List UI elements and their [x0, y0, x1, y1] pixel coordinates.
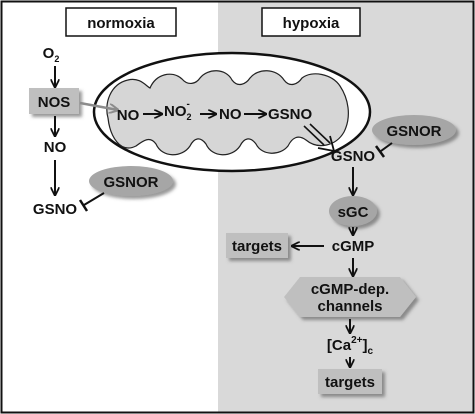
- box-targets-top: [226, 233, 288, 258]
- label-nos: NOS: [38, 94, 71, 111]
- label-mito-gsno: GSNO: [268, 106, 313, 123]
- label-gsno-left: GSNO: [33, 201, 78, 218]
- box-nos: [29, 88, 79, 114]
- export-arrow-line-2: [309, 123, 331, 144]
- label-gsnor-left: GSNOR: [103, 174, 158, 191]
- title-hypoxia: hypoxia: [283, 15, 340, 32]
- label-channels-line2: channels: [317, 298, 382, 315]
- label-gsno-right: GSNO: [331, 148, 376, 165]
- label-calcium: [Ca2+]c: [327, 335, 374, 357]
- inhibit-gsnor-right-line: [380, 142, 393, 152]
- title-box-normoxia: [65, 7, 177, 37]
- label-o2: O2: [43, 45, 60, 64]
- export-arrow-line-1: [303, 125, 325, 146]
- gsnor-right-shape: [372, 115, 456, 145]
- channels-shape: [284, 277, 416, 317]
- export-arrow-head: [317, 135, 336, 153]
- arrow-nos-to-mito: [79, 101, 118, 110]
- label-mito-no-2: NO: [219, 106, 242, 123]
- label-mito-no2: NO2-: [164, 99, 192, 122]
- label-channels-line1: cGMP-dep.: [311, 281, 389, 298]
- label-sgc: sGC: [338, 204, 369, 221]
- label-mito-no-1: NO: [117, 107, 140, 124]
- label-no-left: NO: [44, 139, 67, 156]
- title-box-hypoxia: [261, 7, 361, 37]
- inhibit-gsnor-right-bar: [374, 145, 386, 158]
- label-gsnor-right: GSNOR: [386, 123, 441, 140]
- inhibit-gsnor-left-line: [83, 192, 105, 206]
- label-targets-bottom: targets: [325, 374, 375, 391]
- label-cgmp: cGMP: [332, 238, 375, 255]
- sgc-shape: [329, 196, 377, 226]
- inhibit-gsnor-left-bar: [78, 199, 89, 212]
- label-targets-top: targets: [232, 238, 282, 255]
- gsnor-left-shape: [89, 166, 173, 196]
- title-normoxia: normoxia: [87, 15, 155, 32]
- box-targets-bottom: [318, 369, 382, 394]
- mitochondrion-cristae: [106, 70, 349, 156]
